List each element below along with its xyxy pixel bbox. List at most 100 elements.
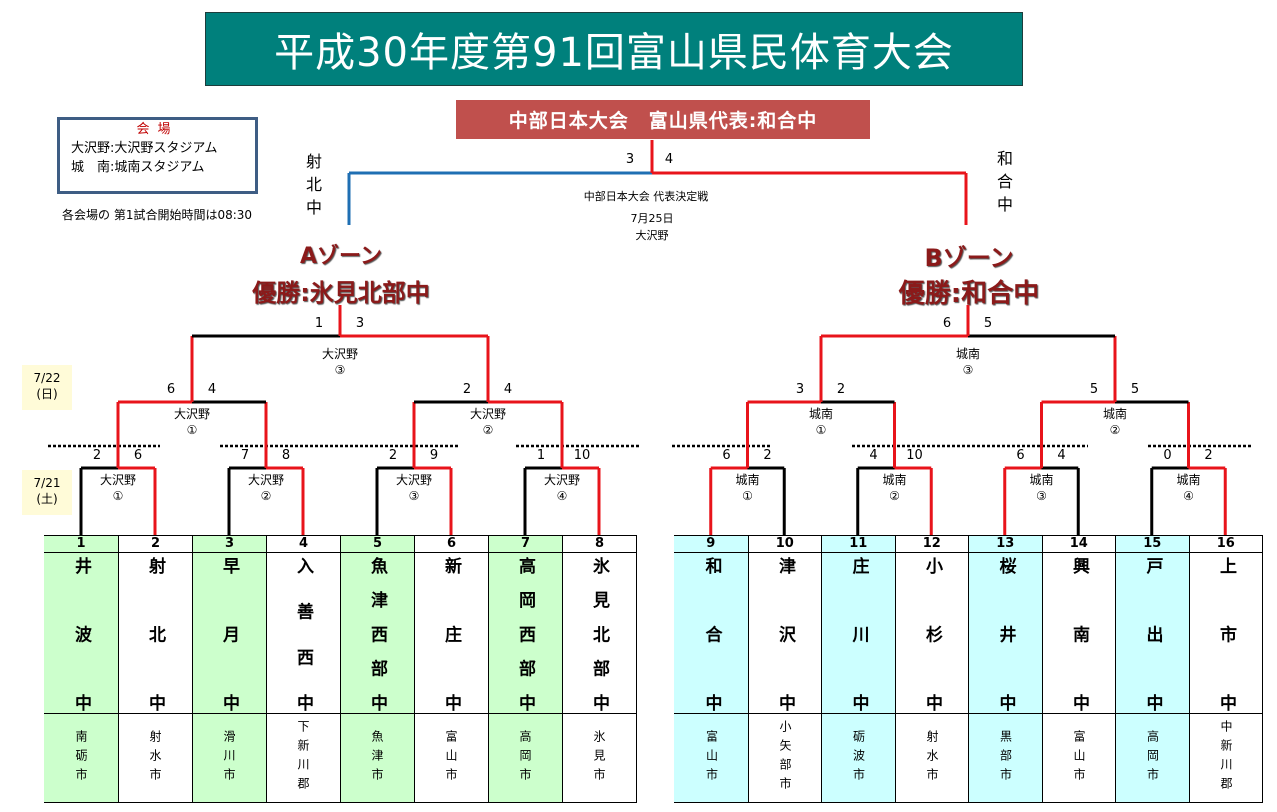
team-city: 小矢部市 bbox=[778, 720, 792, 796]
match-number: ① bbox=[186, 423, 198, 437]
team-name-cell: 新庄中 bbox=[415, 553, 488, 714]
team-name-cell: 入善西中 bbox=[267, 553, 340, 714]
team-name: 戸出中 bbox=[1142, 557, 1163, 711]
team-city: 富山市 bbox=[704, 729, 719, 787]
match-score-right: 10 bbox=[906, 448, 923, 463]
match-score-left: 7 bbox=[240, 448, 250, 463]
match-number: ③ bbox=[962, 363, 974, 377]
team-city: 黒部市 bbox=[998, 729, 1013, 787]
team-name-cell: 井波中 bbox=[44, 553, 118, 714]
match-score-left: 2 bbox=[388, 448, 398, 463]
team-name-cell: 興南中 bbox=[1042, 553, 1115, 714]
team-city: 射水市 bbox=[148, 729, 162, 787]
match-score-right: 4 bbox=[503, 382, 513, 397]
match-venue: 大沢野 bbox=[395, 473, 433, 487]
match-score-right: 2 bbox=[836, 382, 846, 397]
team-column: 4 入善西中下新川郡 bbox=[266, 536, 340, 802]
team-city: 射水市 bbox=[925, 729, 939, 787]
team-number: 13 bbox=[969, 536, 1042, 553]
match-score-right: 5 bbox=[1130, 382, 1140, 397]
match-score-left: 3 bbox=[795, 382, 805, 397]
team-name-cell: 庄川中 bbox=[822, 553, 895, 714]
team-name-cell: 上市中 bbox=[1189, 553, 1262, 714]
team-name: 高岡西部中 bbox=[515, 557, 535, 711]
team-name: 井波中 bbox=[71, 557, 91, 711]
team-city: 南砺市 bbox=[74, 729, 88, 787]
team-city: 下新川郡 bbox=[296, 720, 310, 796]
team-name: 桜井中 bbox=[995, 557, 1016, 711]
team-city: 魚津市 bbox=[370, 729, 384, 787]
team-name: 興南中 bbox=[1069, 557, 1089, 711]
match-number: ③ bbox=[1036, 489, 1047, 503]
zone-b-title: Bゾーン bbox=[924, 244, 1014, 272]
match-score-right: 2 bbox=[763, 448, 772, 463]
match-venue: 大沢野 bbox=[99, 473, 137, 487]
team-number: 4 bbox=[267, 536, 340, 553]
zone-a-champion: 優勝:氷見北部中 bbox=[252, 279, 430, 307]
team-name: 上市中 bbox=[1216, 557, 1236, 711]
team-city: 高岡市 bbox=[518, 729, 532, 787]
match-score-left: 1 bbox=[536, 448, 546, 463]
match-score-left: 5 bbox=[1089, 382, 1099, 397]
match-score-right: 4 bbox=[207, 382, 217, 397]
team-number: 10 bbox=[748, 536, 821, 553]
match-number: ② bbox=[889, 489, 900, 503]
team-name-cell: 戸出中 bbox=[1116, 553, 1189, 714]
team-name-cell: 小杉中 bbox=[895, 553, 968, 714]
team-city: 高岡市 bbox=[1145, 729, 1160, 787]
team-name: 津沢中 bbox=[775, 557, 795, 711]
team-number: 11 bbox=[822, 536, 895, 553]
team-city: 富山市 bbox=[444, 729, 458, 787]
venue-legend-heading: 会場 bbox=[136, 122, 179, 137]
team-city: 氷見市 bbox=[592, 729, 606, 787]
team-number: 6 bbox=[415, 536, 488, 553]
match-number: ③ bbox=[408, 489, 420, 503]
team-name-cell: 和合中 bbox=[674, 553, 748, 714]
team-number: 14 bbox=[1042, 536, 1115, 553]
final-score-right: 4 bbox=[664, 152, 674, 167]
match-score-right: 10 bbox=[573, 448, 591, 463]
venue-legend-line: 城 南:城南スタジアム bbox=[71, 160, 205, 175]
match-venue: 城南 bbox=[1029, 473, 1054, 487]
final-left-team: 射北中 bbox=[305, 152, 322, 217]
match-venue: 城南 bbox=[735, 473, 760, 487]
team-name-cell: 氷見北部中 bbox=[563, 553, 636, 714]
match-number: ④ bbox=[556, 489, 568, 503]
date-weekday: (日) bbox=[36, 387, 58, 401]
team-city: 中新川郡 bbox=[1219, 720, 1233, 796]
match-number: ② bbox=[482, 423, 494, 437]
team-name-cell: 津沢中 bbox=[748, 553, 821, 714]
zone-a-title: Aゾーン bbox=[300, 244, 382, 269]
match-venue: 大沢野 bbox=[173, 407, 211, 421]
match-score-left: 6 bbox=[722, 448, 731, 463]
match-venue: 城南 bbox=[882, 473, 907, 487]
representative-banner: 中部日本大会 富山県代表:和合中 bbox=[456, 100, 870, 139]
date-label-day1: 7/21 (土) bbox=[22, 470, 72, 515]
match-venue: 大沢野 bbox=[469, 407, 507, 421]
team-name: 和合中 bbox=[701, 557, 722, 711]
match-score-right: 6 bbox=[133, 448, 143, 463]
match-number: ③ bbox=[334, 363, 346, 377]
date-day: 7/21 bbox=[33, 476, 61, 490]
final-caption: 中部日本大会 代表決定戦 bbox=[583, 190, 709, 203]
match-score-left: 6 bbox=[1016, 448, 1025, 463]
team-name-cell: 早月中 bbox=[193, 553, 266, 714]
team-name: 入善西中 bbox=[293, 557, 313, 711]
final-right-team: 和合中 bbox=[996, 149, 1013, 214]
team-name: 小杉中 bbox=[922, 557, 942, 711]
team-city: 滑川市 bbox=[222, 729, 236, 787]
match-number: ② bbox=[1109, 423, 1121, 437]
match-venue: 城南 bbox=[1102, 407, 1128, 421]
match-score-right: 9 bbox=[429, 448, 439, 463]
match-venue: 城南 bbox=[1176, 473, 1201, 487]
venue-legend-line: 大沢野:大沢野スタジアム bbox=[71, 141, 218, 156]
match-score-left: 4 bbox=[869, 448, 878, 463]
